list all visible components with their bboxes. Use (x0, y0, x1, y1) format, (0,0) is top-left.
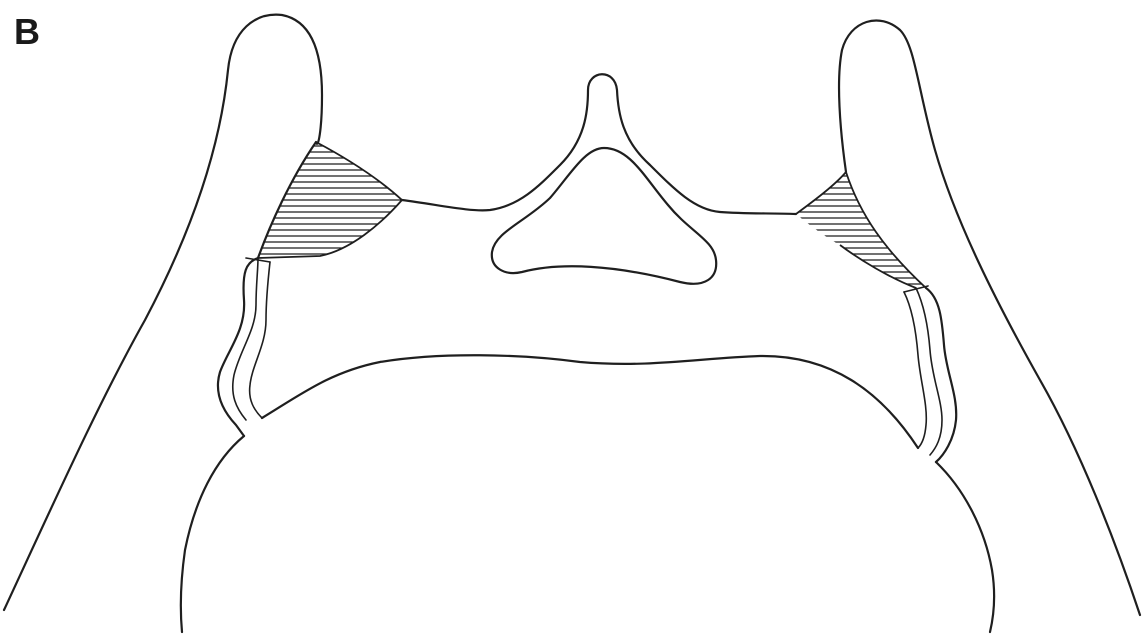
right-hatched-region (780, 170, 940, 284)
left-outer-lobe (4, 15, 322, 610)
panel-label: B (14, 14, 40, 50)
right-column-inner-2 (904, 292, 926, 448)
right-outer-lobe (839, 20, 1140, 615)
right-column-cap (904, 286, 928, 292)
left-column-inner-2 (250, 262, 270, 418)
right-column-outer (926, 288, 956, 462)
dome-upper-edge (262, 355, 918, 448)
lower-dome (181, 436, 994, 632)
central-triangular-opening (492, 148, 716, 284)
central-upper-contour (402, 74, 796, 214)
